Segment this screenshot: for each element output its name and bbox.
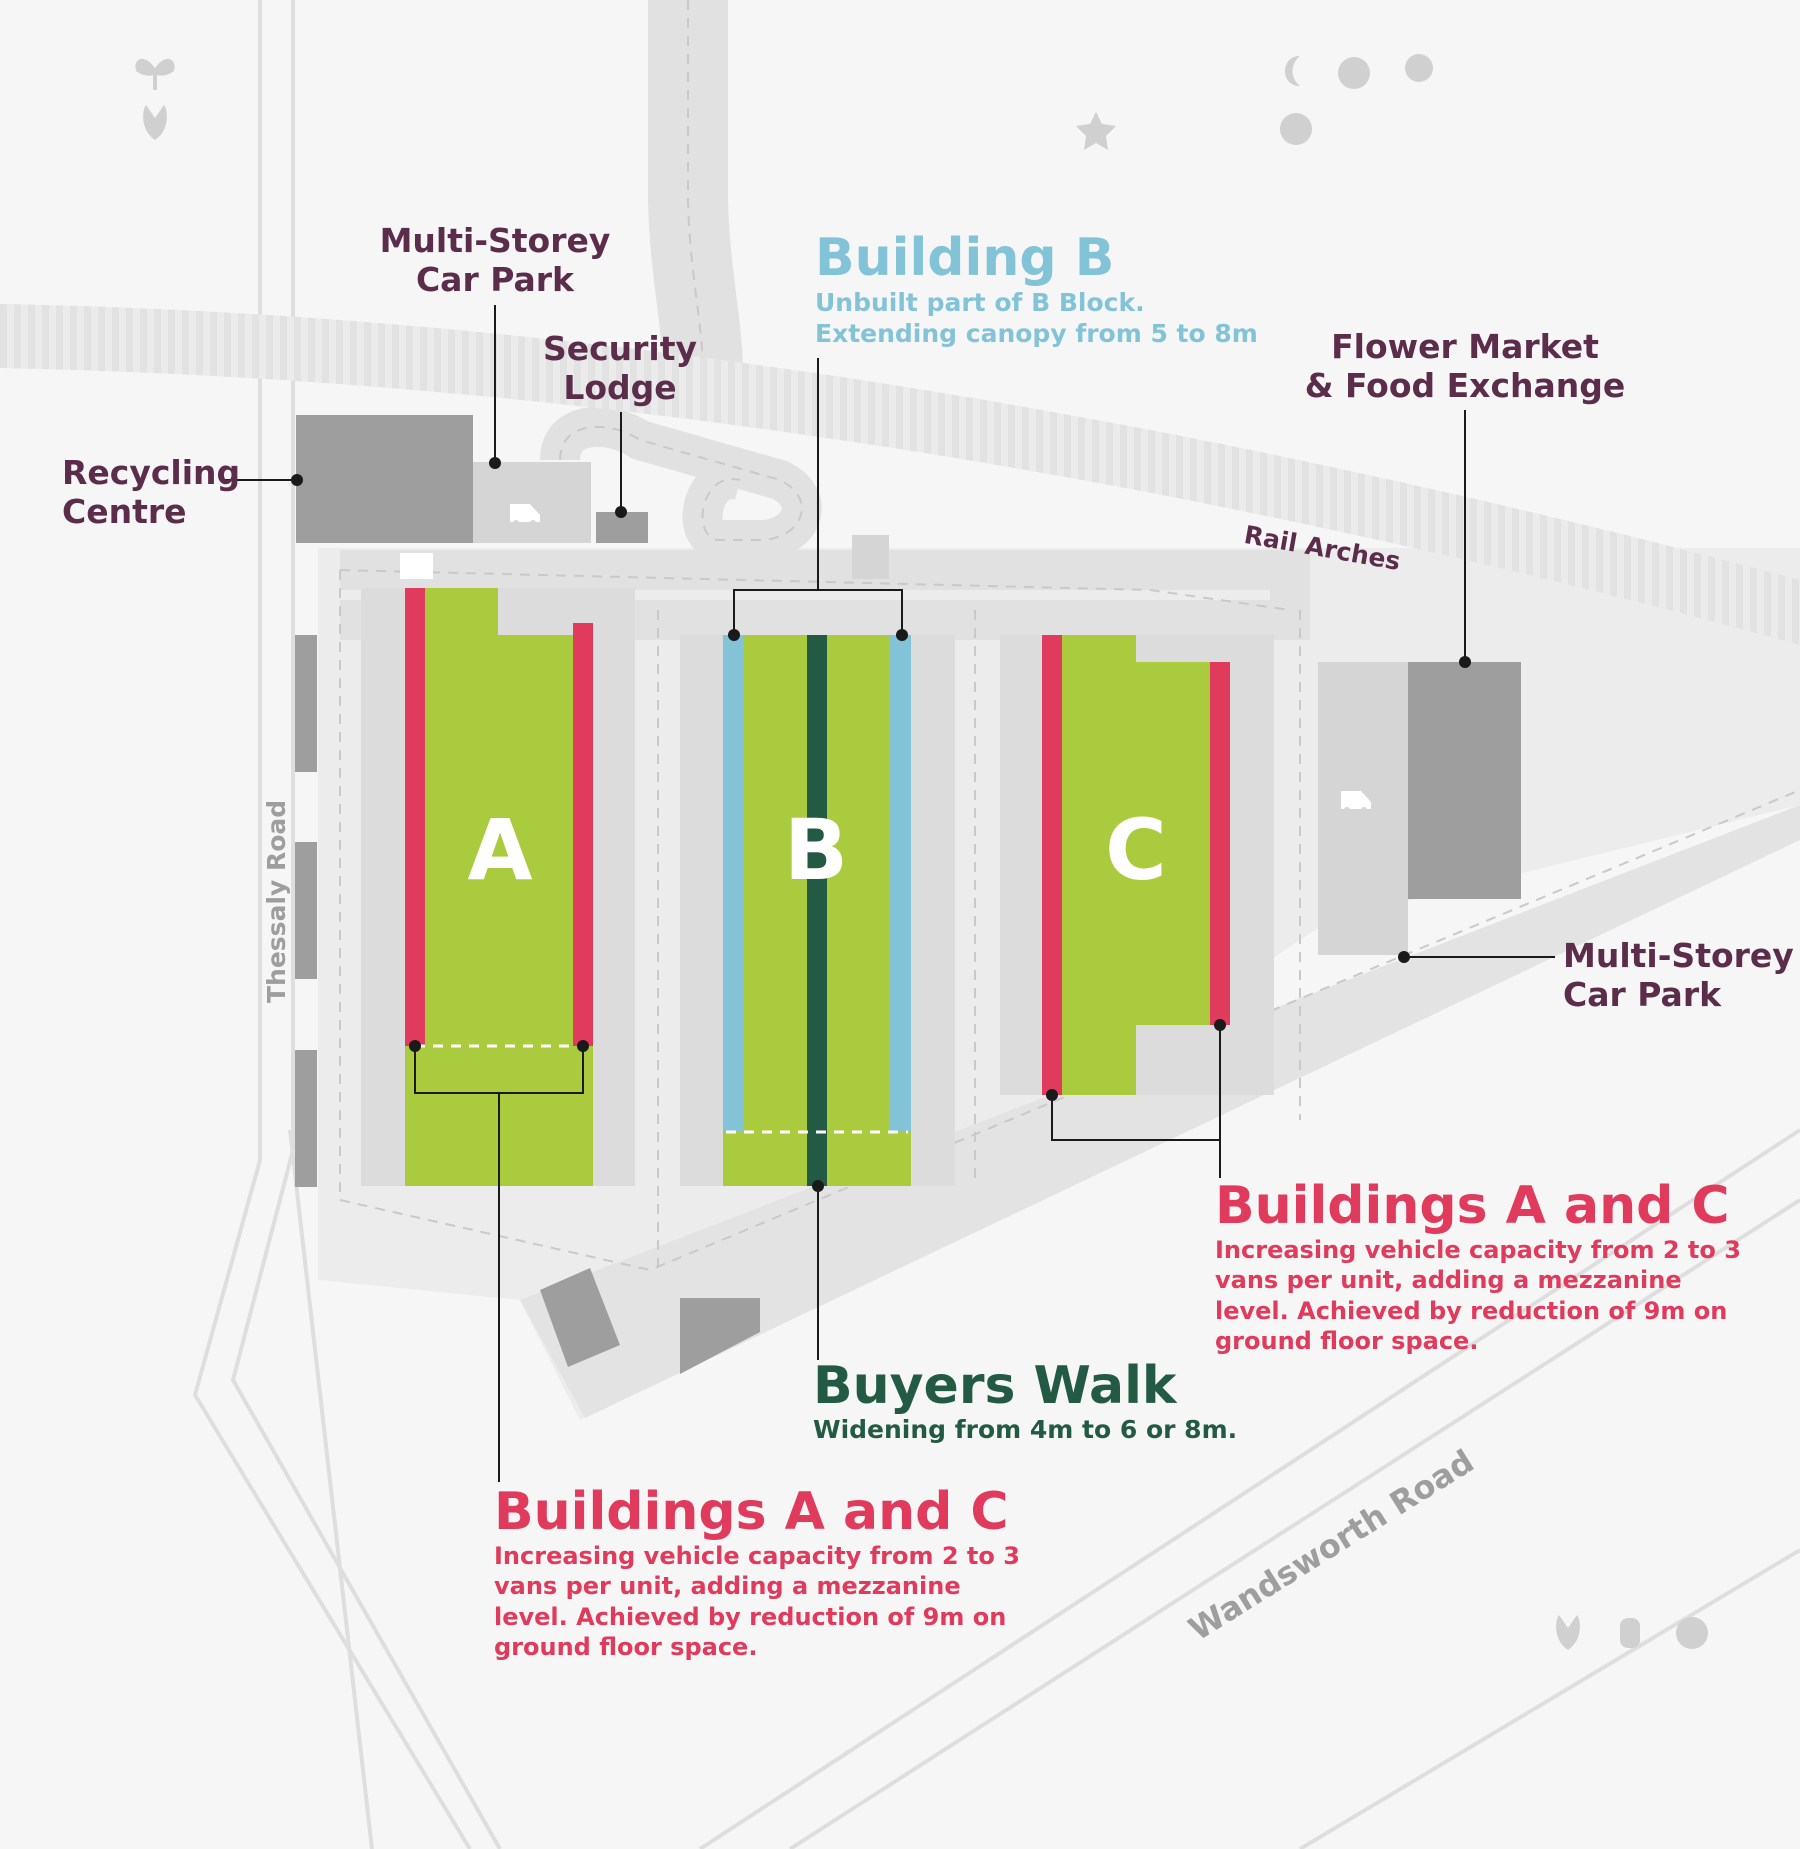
building-c bbox=[1000, 635, 1274, 1095]
flower-market-label: Flower Market & Food Exchange bbox=[1304, 327, 1626, 405]
site-road-dash bbox=[339, 569, 1800, 1272]
buyers-walk-callout: Buyers Walk Widening from 4m to 6 or 8m. bbox=[813, 1356, 1238, 1445]
van-icon bbox=[510, 504, 540, 526]
southern-wedge bbox=[520, 805, 1800, 1418]
buyers-walk-title: Buyers Walk bbox=[813, 1356, 1177, 1416]
south-building-2 bbox=[680, 1298, 760, 1374]
strip-3 bbox=[295, 1050, 317, 1187]
strip-2 bbox=[295, 842, 317, 979]
building-a-letter: A bbox=[467, 801, 533, 899]
multi-storey-car-park-top bbox=[473, 462, 591, 543]
rail-arches-ties bbox=[0, 304, 1800, 645]
sprout-icon bbox=[135, 58, 175, 90]
rose-icon bbox=[1280, 113, 1312, 145]
van-icon bbox=[400, 553, 433, 579]
multi-storey-car-park-right-label: Multi-Storey Car Park bbox=[1563, 936, 1794, 1014]
road-outlines bbox=[192, 0, 1800, 1849]
building-b bbox=[680, 635, 955, 1186]
recycling-centre-label: Recycling Centre bbox=[62, 453, 241, 531]
buildings-ac-right-title: Buildings A and C bbox=[1215, 1176, 1730, 1236]
buildings-ac-bottom-callout: Buildings A and C Increasing vehicle cap… bbox=[494, 1482, 1020, 1661]
tulip-icon bbox=[143, 105, 167, 140]
building-a bbox=[361, 588, 635, 1186]
leader-lines bbox=[225, 305, 1555, 1482]
loop-road-dash bbox=[559, 425, 803, 541]
buildings-ac-bottom-title: Buildings A and C bbox=[494, 1482, 1009, 1542]
tulip-icon bbox=[1556, 1615, 1580, 1650]
hand-icon bbox=[1620, 1618, 1640, 1648]
building-c-letter: C bbox=[1105, 801, 1167, 899]
apple-icon bbox=[1338, 57, 1370, 89]
moon-icon bbox=[1285, 56, 1300, 86]
building-b-title: Building B bbox=[815, 228, 1115, 288]
south-building-1 bbox=[540, 1268, 620, 1367]
multi-storey-car-park-top-label: Multi-Storey Car Park bbox=[379, 221, 611, 299]
building-b-letter: B bbox=[783, 801, 849, 899]
recycling-centre-building bbox=[296, 415, 473, 543]
flower-icon bbox=[1076, 112, 1116, 150]
badge-icon bbox=[1676, 1617, 1708, 1649]
flower-market-building bbox=[1408, 662, 1521, 899]
building-b-callout: Building B Unbuilt part of B Block. Exte… bbox=[815, 228, 1258, 349]
small-kiosk bbox=[852, 535, 889, 579]
van-icon bbox=[1341, 791, 1371, 813]
security-lodge-label: Security Lodge bbox=[542, 329, 698, 407]
lotus-icon bbox=[1405, 54, 1433, 82]
site-road bbox=[340, 550, 1310, 640]
leader-dots bbox=[291, 457, 1471, 1192]
buildings-ac-right-callout: Buildings A and C Increasing vehicle cap… bbox=[1215, 1176, 1741, 1355]
thessaly-road-label: Thessaly Road bbox=[262, 799, 291, 1003]
strip-1 bbox=[295, 635, 317, 772]
